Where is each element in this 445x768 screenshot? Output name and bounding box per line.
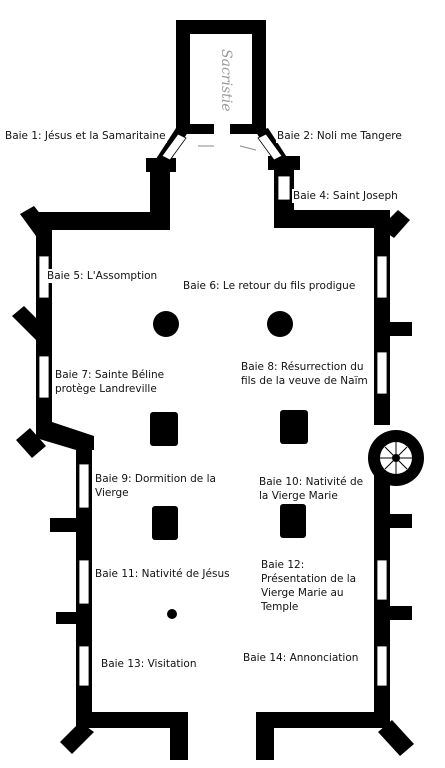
choir-buttress-left [146, 158, 176, 172]
bay-label-12: Baie 12: Présentation de la Vierge Marie… [260, 558, 374, 614]
door-swings [198, 145, 257, 151]
sacristy-wall-right [252, 20, 266, 132]
bay-label-1: Baie 1: Jésus et la Samaritaine [4, 129, 167, 143]
nave-wall-top-right [274, 210, 390, 228]
bay-label-4: Baie 4: Saint Joseph [292, 189, 399, 203]
west-porch-left [170, 712, 188, 760]
sacristy-wall-left [176, 20, 190, 132]
bay-label-2: Baie 2: Noli me Tangere [276, 129, 403, 143]
bay-label-10: Baie 10: Nativité de la Vierge Marie [258, 475, 372, 503]
pillar-square-left-2 [152, 506, 178, 540]
corner-buttress-se [378, 720, 414, 756]
buttress-right-a [386, 322, 412, 336]
bay-label-6: Baie 6: Le retour du fils prodigue [182, 279, 357, 293]
buttress-left-a [12, 306, 50, 342]
bay-label-8: Baie 8: Résurrection du fils de la veuve… [240, 360, 372, 388]
west-wall-right [256, 712, 390, 728]
buttress-left-c [56, 612, 78, 624]
pillar-round-left [153, 311, 179, 337]
sacristy-wall-bottom-right [230, 124, 266, 134]
window-bay-8 [376, 351, 388, 395]
windows [38, 133, 388, 687]
bay-label-9: Baie 9: Dormition de la Vierge [94, 472, 228, 500]
pillars [150, 311, 308, 619]
choir-buttress-right [268, 156, 300, 170]
pillar-round-right [267, 311, 293, 337]
window-bay-1 [161, 133, 187, 161]
bay-label-11: Baie 11: Nativité de Jésus [94, 567, 231, 581]
stair-tower [368, 430, 424, 486]
west-porch-right [256, 712, 274, 760]
pillar-square-right-1 [280, 410, 308, 444]
window-bay-11 [78, 559, 90, 605]
window-bay-9 [78, 463, 90, 509]
window-bay-6 [376, 255, 388, 299]
door-swing-right [239, 145, 257, 151]
window-bay-2 [257, 133, 283, 161]
window-bay-12 [376, 559, 388, 601]
window-bay-4 [277, 175, 291, 201]
pillar-square-right-2 [280, 504, 306, 538]
buttress-left-b [50, 518, 78, 532]
corner-buttress-w [16, 428, 46, 458]
nave-wall-top-left [36, 212, 170, 230]
buttress-right-b [386, 514, 412, 528]
sacristy-wall-top [176, 20, 266, 34]
sacristy-wall-bottom-left [176, 124, 214, 134]
bay-label-13: Baie 13: Visitation [100, 657, 198, 671]
bay-label-5: Baie 5: L'Assomption [46, 269, 159, 283]
corner-buttress-sw [60, 722, 94, 754]
window-bay-14 [376, 645, 388, 687]
buttress-right-c [386, 606, 412, 620]
sacristy-label: Sacristie [218, 48, 234, 112]
window-bay-13 [78, 645, 90, 687]
bay-label-7: Baie 7: Sainte Béline protège Landrevill… [54, 368, 196, 396]
window-bay-7 [38, 355, 50, 399]
bay-label-14: Baie 14: Annonciation [242, 651, 360, 665]
pillar-square-left-1 [150, 412, 178, 446]
pillar-small-left [167, 609, 177, 619]
stair-newel [392, 454, 400, 462]
choir-wall-left [150, 162, 170, 222]
west-wall-left [76, 712, 188, 728]
